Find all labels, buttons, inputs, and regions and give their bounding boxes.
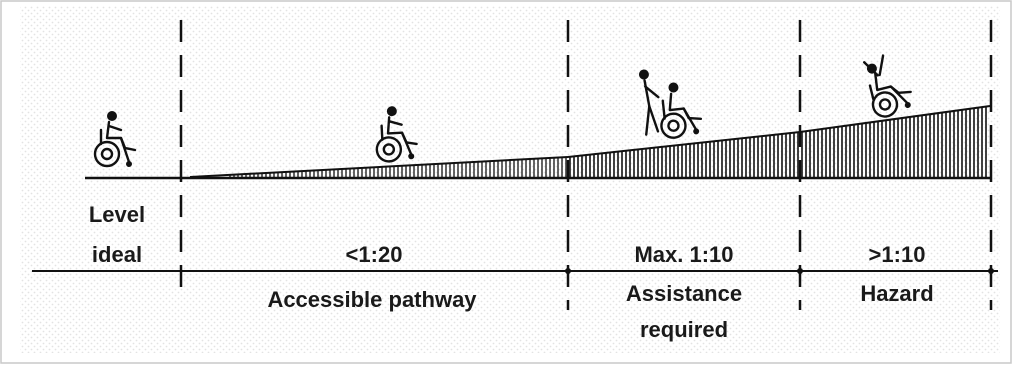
ramp-hatching (229, 106, 987, 178)
assistance-ratio-label: Max. 1:10 (634, 242, 733, 267)
accessible-ratio-label: <1:20 (346, 242, 403, 267)
divider-dot-1 (565, 268, 571, 274)
hazard-ratio-label: >1:10 (869, 242, 926, 267)
wheelchair-user-icon (375, 106, 418, 163)
assistance-caption-line-2: required (640, 317, 728, 342)
ramp-slope-line-steep (799, 105, 991, 133)
assistance-caption-line-1: Assistance (626, 281, 742, 306)
level-ratio-label: ideal (92, 242, 142, 267)
wheelchair-with-assistant-icon (638, 69, 703, 139)
stippled-panel (20, 6, 1000, 353)
divider-dot-3 (988, 268, 994, 274)
wheelchair-tipping-icon (862, 54, 912, 118)
hazard-caption: Hazard (860, 281, 933, 306)
accessible-caption: Accessible pathway (267, 287, 477, 312)
ramp-slope-line-gentle (189, 156, 569, 178)
wheelchair-user-icon (93, 111, 137, 168)
divider-dot-2 (797, 268, 803, 274)
ramp-slope-line-medium (567, 131, 801, 158)
level-top-label: Level (89, 202, 145, 227)
